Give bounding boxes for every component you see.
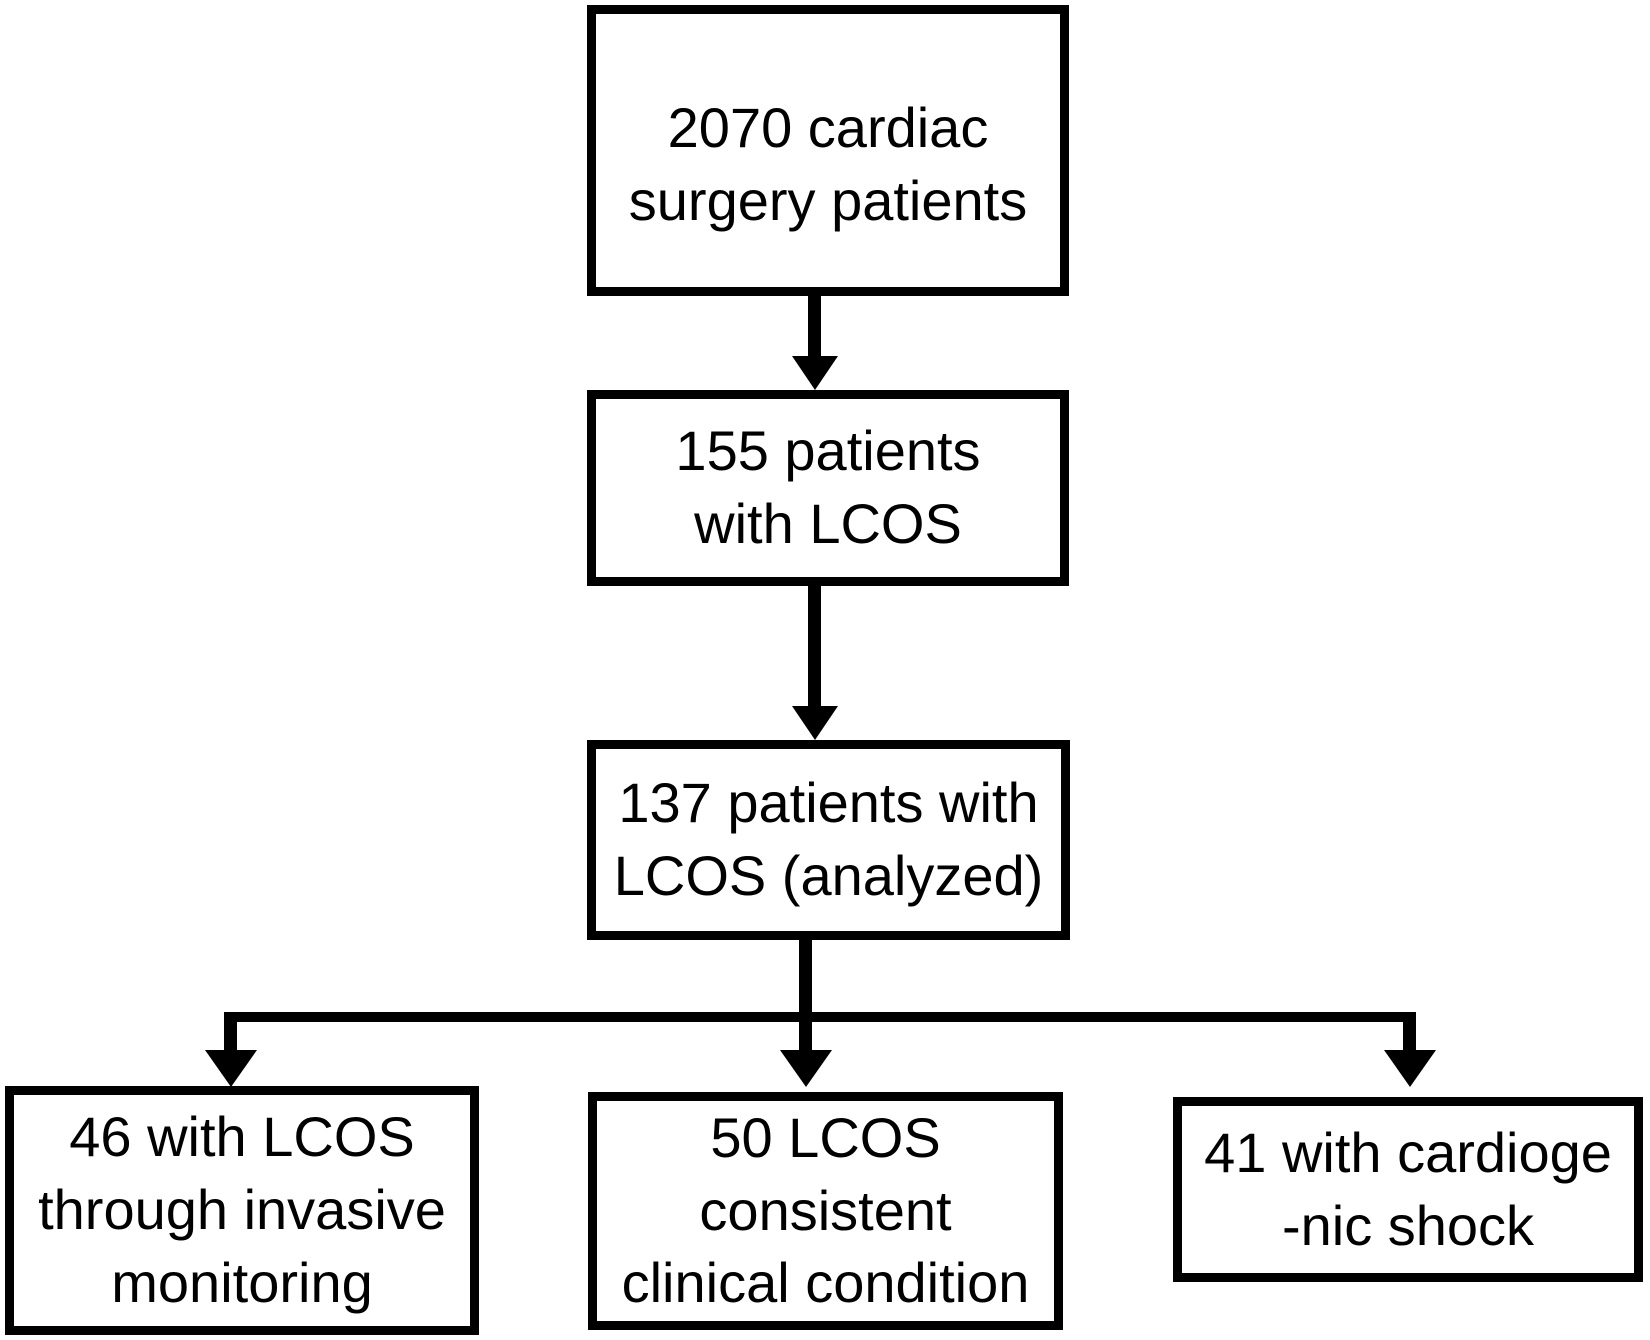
- node-total-cardiac-surgery-patients: 2070 cardiac surgery patients: [587, 5, 1069, 296]
- node-label: 155 patients with LCOS: [675, 419, 981, 555]
- arrow-to-shock-shaft: [1403, 1012, 1416, 1050]
- node-patients-analyzed: 137 patients with LCOS (analyzed): [587, 740, 1070, 940]
- branch-stem-line: [799, 940, 812, 1022]
- node-label: 41 with cardioge -nic shock: [1204, 1120, 1612, 1257]
- node-label: 2070 cardiac surgery patients: [628, 95, 1028, 232]
- arrow-down-icon: [792, 356, 838, 390]
- arrow-down-icon: [205, 1050, 257, 1087]
- arrow-to-clinical-shaft: [799, 1022, 812, 1050]
- node-label: 46 with LCOS through invasive monitoring: [38, 1105, 446, 1314]
- node-label: 137 patients with LCOS (analyzed): [613, 771, 1044, 907]
- branch-horizontal-line: [224, 1012, 1416, 1022]
- arrow-lcos-to-analyzed-shaft: [808, 586, 821, 706]
- arrow-down-icon: [780, 1050, 832, 1087]
- arrow-down-icon: [1384, 1050, 1436, 1087]
- node-patients-with-lcos: 155 patients with LCOS: [587, 390, 1069, 586]
- node-clinical-condition: 50 LCOS consistent clinical condition: [588, 1092, 1063, 1330]
- arrow-to-invasive-shaft: [224, 1012, 237, 1050]
- arrow-total-to-lcos-shaft: [808, 296, 821, 356]
- arrow-down-icon: [792, 706, 838, 740]
- node-label: 50 LCOS consistent clinical condition: [621, 1105, 1030, 1315]
- node-invasive-monitoring: 46 with LCOS through invasive monitoring: [5, 1086, 479, 1335]
- node-cardiogenic-shock: 41 with cardioge -nic shock: [1173, 1097, 1643, 1282]
